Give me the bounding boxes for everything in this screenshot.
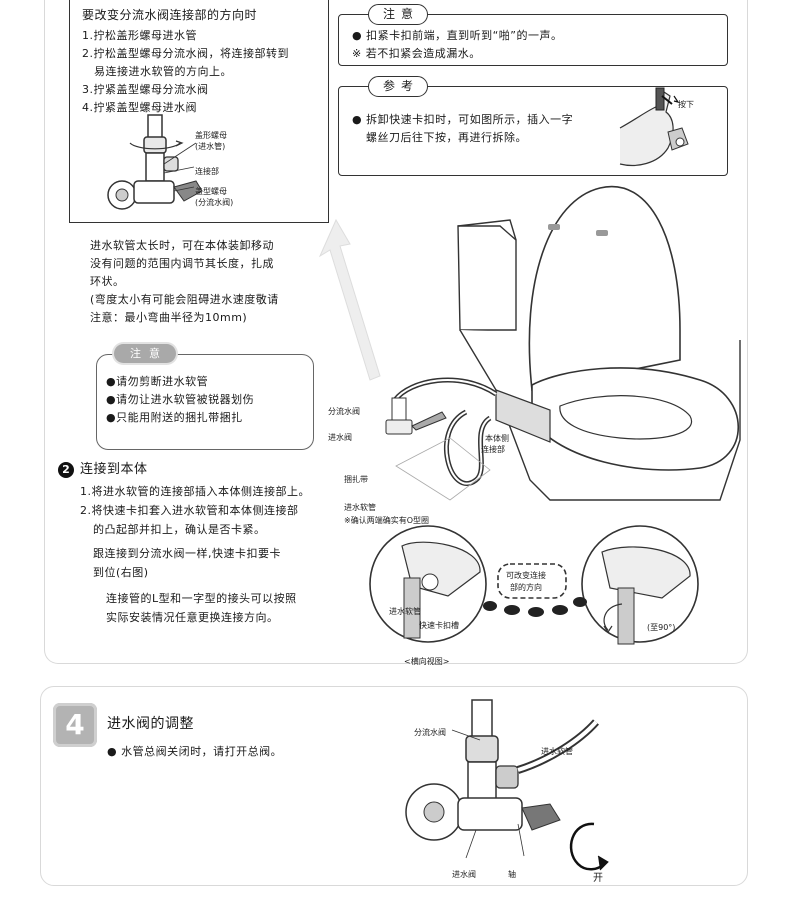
section-line-1: 1.将进水软管的连接部插入本体侧连接部上。: [80, 485, 310, 498]
cap-nut-diverter-sub: (分流水阀): [195, 198, 234, 207]
step4-hose-label: 进水软管: [541, 747, 573, 756]
change-direction-title: 要改变分流水阀连接部的方向时: [82, 8, 258, 22]
notice-tag: 注意: [368, 4, 428, 25]
body-joint-label-2: 连接部: [481, 445, 505, 454]
hose-note-line-5: 注意：最小弯曲半径为10mm): [90, 311, 248, 324]
step4-title: 进水阀的调整: [107, 716, 194, 732]
diverter-valve-label: 分流水阀: [328, 407, 360, 416]
reference-line-2: 螺丝刀后往下按，再进行拆除。: [366, 131, 527, 144]
step4-line: ● 水管总阀关闭时，请打开总阀。: [107, 745, 283, 758]
cap-nut-inlet-sub: (进水管): [195, 142, 226, 151]
section-line-2: 2.将快速卡扣套入进水软管和本体侧连接部: [80, 504, 299, 517]
notice-line-1: ● 扣紧卡扣前端，直到听到“啪”的一声。: [352, 29, 563, 42]
hose-note-line-1: 进水软管太长时，可在本体装卸移动: [90, 239, 274, 252]
callout-line-2: 部的方向: [510, 583, 542, 592]
side-view-caption: <横向视图>: [404, 657, 450, 666]
tie-band-label: 捆扎带: [344, 475, 368, 484]
section-title: 连接到本体: [80, 462, 148, 477]
callout-line-1: 可改变连接: [506, 571, 546, 580]
step4-inlet-valve-label: 进水阀: [452, 870, 476, 879]
body-joint-label-1: 本体侧: [485, 434, 509, 443]
section-line-6: 连接管的L型和一字型的接头可以按照: [106, 592, 297, 605]
diverter-valve-illustration: [107, 114, 203, 210]
section-line-7: 实际安装情况任意更换连接方向。: [106, 611, 279, 624]
open-direction-arrow: [569, 822, 609, 871]
side-hose-label: 进水软管: [389, 607, 421, 616]
reference-tag: 参考: [368, 76, 428, 97]
caution-item-1: ●请勿剪断进水软管: [106, 375, 209, 388]
screwdriver-illustration: [619, 87, 689, 167]
change-step-4: 4.拧紧盖型螺母进水阀: [82, 101, 197, 114]
inlet-hose-label: 进水软管: [344, 503, 376, 512]
change-step-3: 3.拧紧盖型螺母分流水阀: [82, 83, 209, 96]
hose-note-line-4: (弯度太小有可能会阻碍进水速度敬请: [90, 293, 279, 306]
section-line-3: 的凸起部并扣上，确认是否卡紧。: [93, 523, 266, 536]
change-step-2: 2.拧松盖型螺母分流水阀，将连接部转到: [82, 47, 289, 60]
step4-diverter-label: 分流水阀: [414, 728, 446, 737]
change-step-2b: 易连接进水软管的方向上。: [94, 65, 232, 78]
reference-line-1: ● 拆卸快速卡扣时，可如图所示，插入一字: [352, 113, 574, 126]
o-ring-note: ※确认两端确实有O型圈: [344, 516, 429, 525]
step-number-badge: 4: [53, 703, 97, 747]
angle-label: (至90°): [647, 623, 676, 632]
press-label: 按下: [678, 100, 694, 109]
caution-box: [96, 354, 314, 450]
section-number-badge: 2: [58, 462, 74, 478]
caution-item-3: ●只能用附送的捆扎带捆扎: [106, 411, 243, 424]
notice-line-2: ※ 若不扣紧会造成漏水。: [352, 47, 481, 60]
cap-nut-inlet-label: 盖形螺母: [195, 131, 227, 140]
side-view-illustration: [369, 525, 699, 645]
side-clip-label: 快速卡扣槽: [419, 621, 459, 630]
hose-note-line-3: 环状。: [90, 275, 125, 288]
joint-label: 连接部: [195, 167, 219, 176]
section-line-4: 跟连接到分流水阀一样,快速卡扣要卡: [93, 547, 281, 560]
step4-shaft-label: 轴: [508, 870, 516, 879]
inlet-valve-illustration: [405, 699, 599, 859]
section-line-5: 到位(右图): [93, 566, 149, 579]
toilet-illustration: [318, 185, 741, 501]
cap-nut-diverter-label: 盖型螺母: [195, 187, 227, 196]
step4-open-label: 开: [593, 873, 603, 884]
hose-note-line-2: 没有问题的范围内调节其长度，扎成: [90, 257, 274, 270]
change-step-1: 1.拧松盖形螺母进水管: [82, 29, 197, 42]
step4-panel: [40, 686, 748, 886]
inlet-valve-label: 进水阀: [328, 433, 352, 442]
caution-item-2: ●请勿让进水软管被锐器划伤: [106, 393, 255, 406]
caution-tag: 注意: [114, 344, 176, 363]
